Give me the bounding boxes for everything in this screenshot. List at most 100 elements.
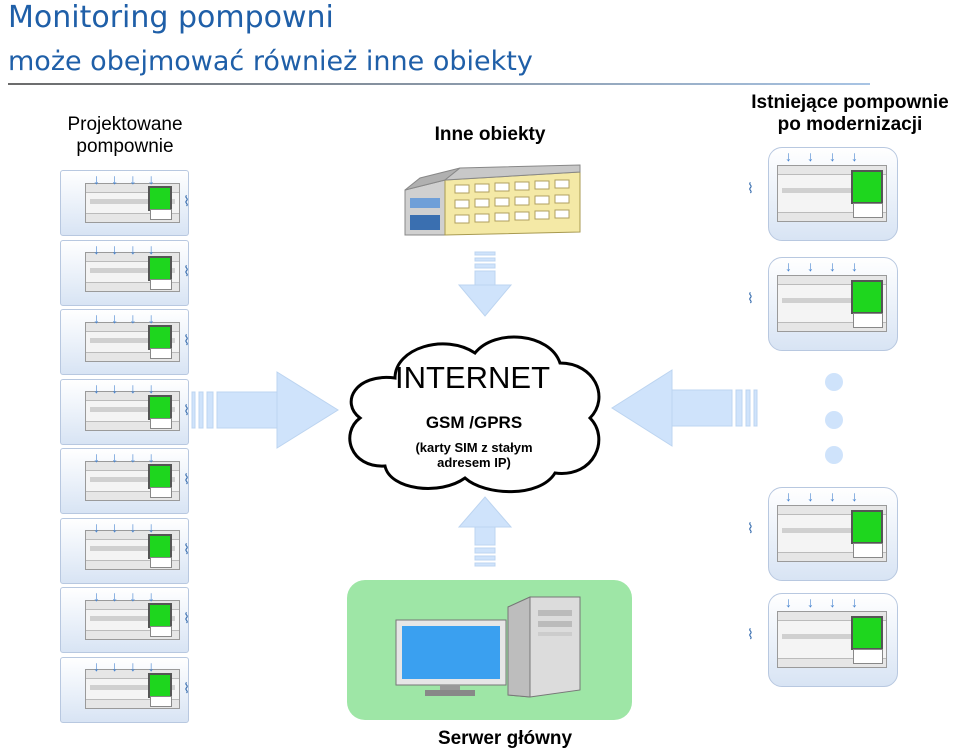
input-arrow-icon: ↓ — [93, 379, 100, 396]
input-arrow-icon: ↓ — [111, 657, 119, 674]
input-arrow-icon: ↓ — [147, 240, 155, 257]
left-column-label: Projektowane pompownie — [20, 114, 230, 158]
antenna-icon: ⌇ — [183, 679, 190, 696]
pump-controller-panel: ↓↓↓↓⌇ — [60, 170, 190, 236]
antenna-icon: ⌇ — [747, 290, 754, 307]
input-arrow-icon: ↓ — [93, 588, 100, 604]
page-title: Monitoring pompowni — [8, 0, 334, 35]
controller-screen — [148, 464, 172, 490]
building-icon — [404, 164, 581, 236]
right-column-label-line1: Istniejące pompownie — [751, 92, 949, 113]
controller-screen — [148, 325, 172, 351]
cloud-subtitle: GSM /GPRS — [425, 413, 523, 432]
input-arrow-icon: ↓ — [129, 310, 137, 326]
right-column-label-line2: po modernizacji — [777, 114, 923, 135]
input-arrow-icon: ↓ — [93, 171, 100, 187]
input-arrow-icon: ↓ — [111, 518, 119, 535]
controller-screen — [851, 170, 883, 205]
input-arrow-icon: ↓ — [829, 258, 836, 274]
input-arrow-icon: ↓ — [111, 449, 119, 465]
input-arrow-icon: ↓ — [129, 518, 137, 535]
server-label: Serwer główny — [437, 728, 573, 749]
controller-screen — [148, 533, 172, 559]
input-arrow-icon: ↓ — [851, 148, 858, 164]
antenna-icon: ⌇ — [747, 626, 754, 643]
input-arrow-icon: ↓ — [807, 488, 814, 504]
input-arrow-icon: ↓ — [785, 594, 792, 610]
left-column-label-line2: pompownie — [76, 136, 174, 157]
input-arrow-icon: ↓ — [147, 588, 155, 604]
controller-keypad — [150, 209, 172, 221]
controller-keypad — [853, 313, 883, 329]
pump-controller-panel: ↓↓↓↓⌇ — [60, 656, 190, 723]
antenna-icon: ⌇ — [183, 401, 190, 418]
controller-keypad — [150, 626, 172, 638]
pump-controller-panel: ↓↓↓↓⌇ — [60, 517, 190, 584]
cloud-note: (karty SIM z stałym adresem IP) — [395, 440, 553, 470]
page-subtitle: może obejmować również inne obiekty — [8, 46, 533, 77]
controller-keypad — [853, 203, 883, 219]
controller-screen — [148, 186, 172, 212]
input-arrow-icon: ↓ — [807, 148, 814, 164]
input-arrow-icon: ↓ — [785, 258, 792, 274]
antenna-icon: ⌇ — [183, 610, 190, 627]
computer-icon — [395, 596, 581, 698]
input-arrow-icon: ↓ — [93, 240, 100, 257]
input-arrow-icon: ↓ — [129, 379, 137, 396]
input-arrow-icon: ↓ — [147, 449, 155, 465]
title-divider — [8, 83, 870, 85]
input-arrow-icon: ↓ — [129, 449, 137, 465]
controller-screen — [851, 510, 883, 545]
input-arrow-icon: ↓ — [147, 171, 155, 187]
input-arrow-icon: ↓ — [93, 310, 100, 326]
pump-controller-panel: ↓ ↓ ↓ ↓ ⌇ — [60, 239, 190, 306]
input-arrow-icon: ↓ — [829, 148, 836, 164]
ellipsis-dot-icon — [825, 411, 843, 429]
pump-controller-panel: ↓ ↓ ↓ ↓ ⌇ — [747, 593, 898, 687]
antenna-icon: ⌇ — [183, 262, 190, 279]
pump-controller-panel: ↓↓↓↓⌇ — [60, 309, 190, 375]
controller-keypad — [150, 278, 172, 290]
antenna-icon: ⌇ — [183, 193, 190, 210]
input-arrow-icon: ↓ — [93, 657, 100, 674]
input-arrow-icon: ↓ — [129, 657, 137, 674]
pump-controller-panel: ↓↓↓↓⌇ — [747, 487, 898, 581]
input-arrow-icon: ↓ — [147, 379, 155, 396]
controller-keypad — [150, 348, 172, 360]
antenna-icon: ⌇ — [747, 180, 754, 197]
cloud-note-line2: adresem IP) — [437, 455, 511, 470]
cloud-note-line1: (karty SIM z stałym — [415, 440, 533, 455]
input-arrow-icon: ↓ — [111, 379, 119, 396]
input-arrow-icon: ↓ — [111, 588, 119, 604]
controller-keypad — [853, 543, 883, 559]
pump-controller-panel: ↓ ↓ ↓ ↓ ⌇ — [60, 378, 190, 445]
input-arrow-icon: ↓ — [129, 588, 137, 604]
input-arrow-icon: ↓ — [129, 240, 137, 257]
controller-screen — [148, 394, 172, 420]
controller-keypad — [853, 649, 883, 665]
input-arrow-icon: ↓ — [851, 594, 858, 610]
input-arrow-icon: ↓ — [111, 240, 119, 257]
controller-keypad — [150, 695, 172, 707]
ellipsis-dot-icon — [825, 446, 843, 464]
input-arrow-icon: ↓ — [785, 148, 792, 164]
input-arrow-icon: ↓ — [807, 594, 814, 610]
cloud-icon — [348, 335, 601, 494]
controller-screen — [148, 672, 172, 698]
controller-screen — [851, 616, 883, 651]
input-arrow-icon: ↓ — [93, 518, 100, 535]
input-arrow-icon: ↓ — [785, 488, 792, 504]
input-arrow-icon: ↓ — [93, 449, 100, 465]
arrow-left-icon — [611, 369, 758, 447]
antenna-icon: ⌇ — [183, 332, 190, 349]
pump-controller-panel: ↓↓↓↓⌇ — [60, 448, 190, 514]
input-arrow-icon: ↓ — [829, 594, 836, 610]
antenna-icon: ⌇ — [747, 520, 754, 537]
input-arrow-icon: ↓ — [851, 258, 858, 274]
middle-column-label: Inne obiekty — [434, 124, 546, 145]
arrow-up-icon — [457, 496, 513, 567]
input-arrow-icon: ↓ — [851, 488, 858, 504]
arrow-right-icon — [191, 371, 339, 449]
arrow-down-icon — [457, 251, 513, 317]
controller-screen — [148, 603, 172, 629]
